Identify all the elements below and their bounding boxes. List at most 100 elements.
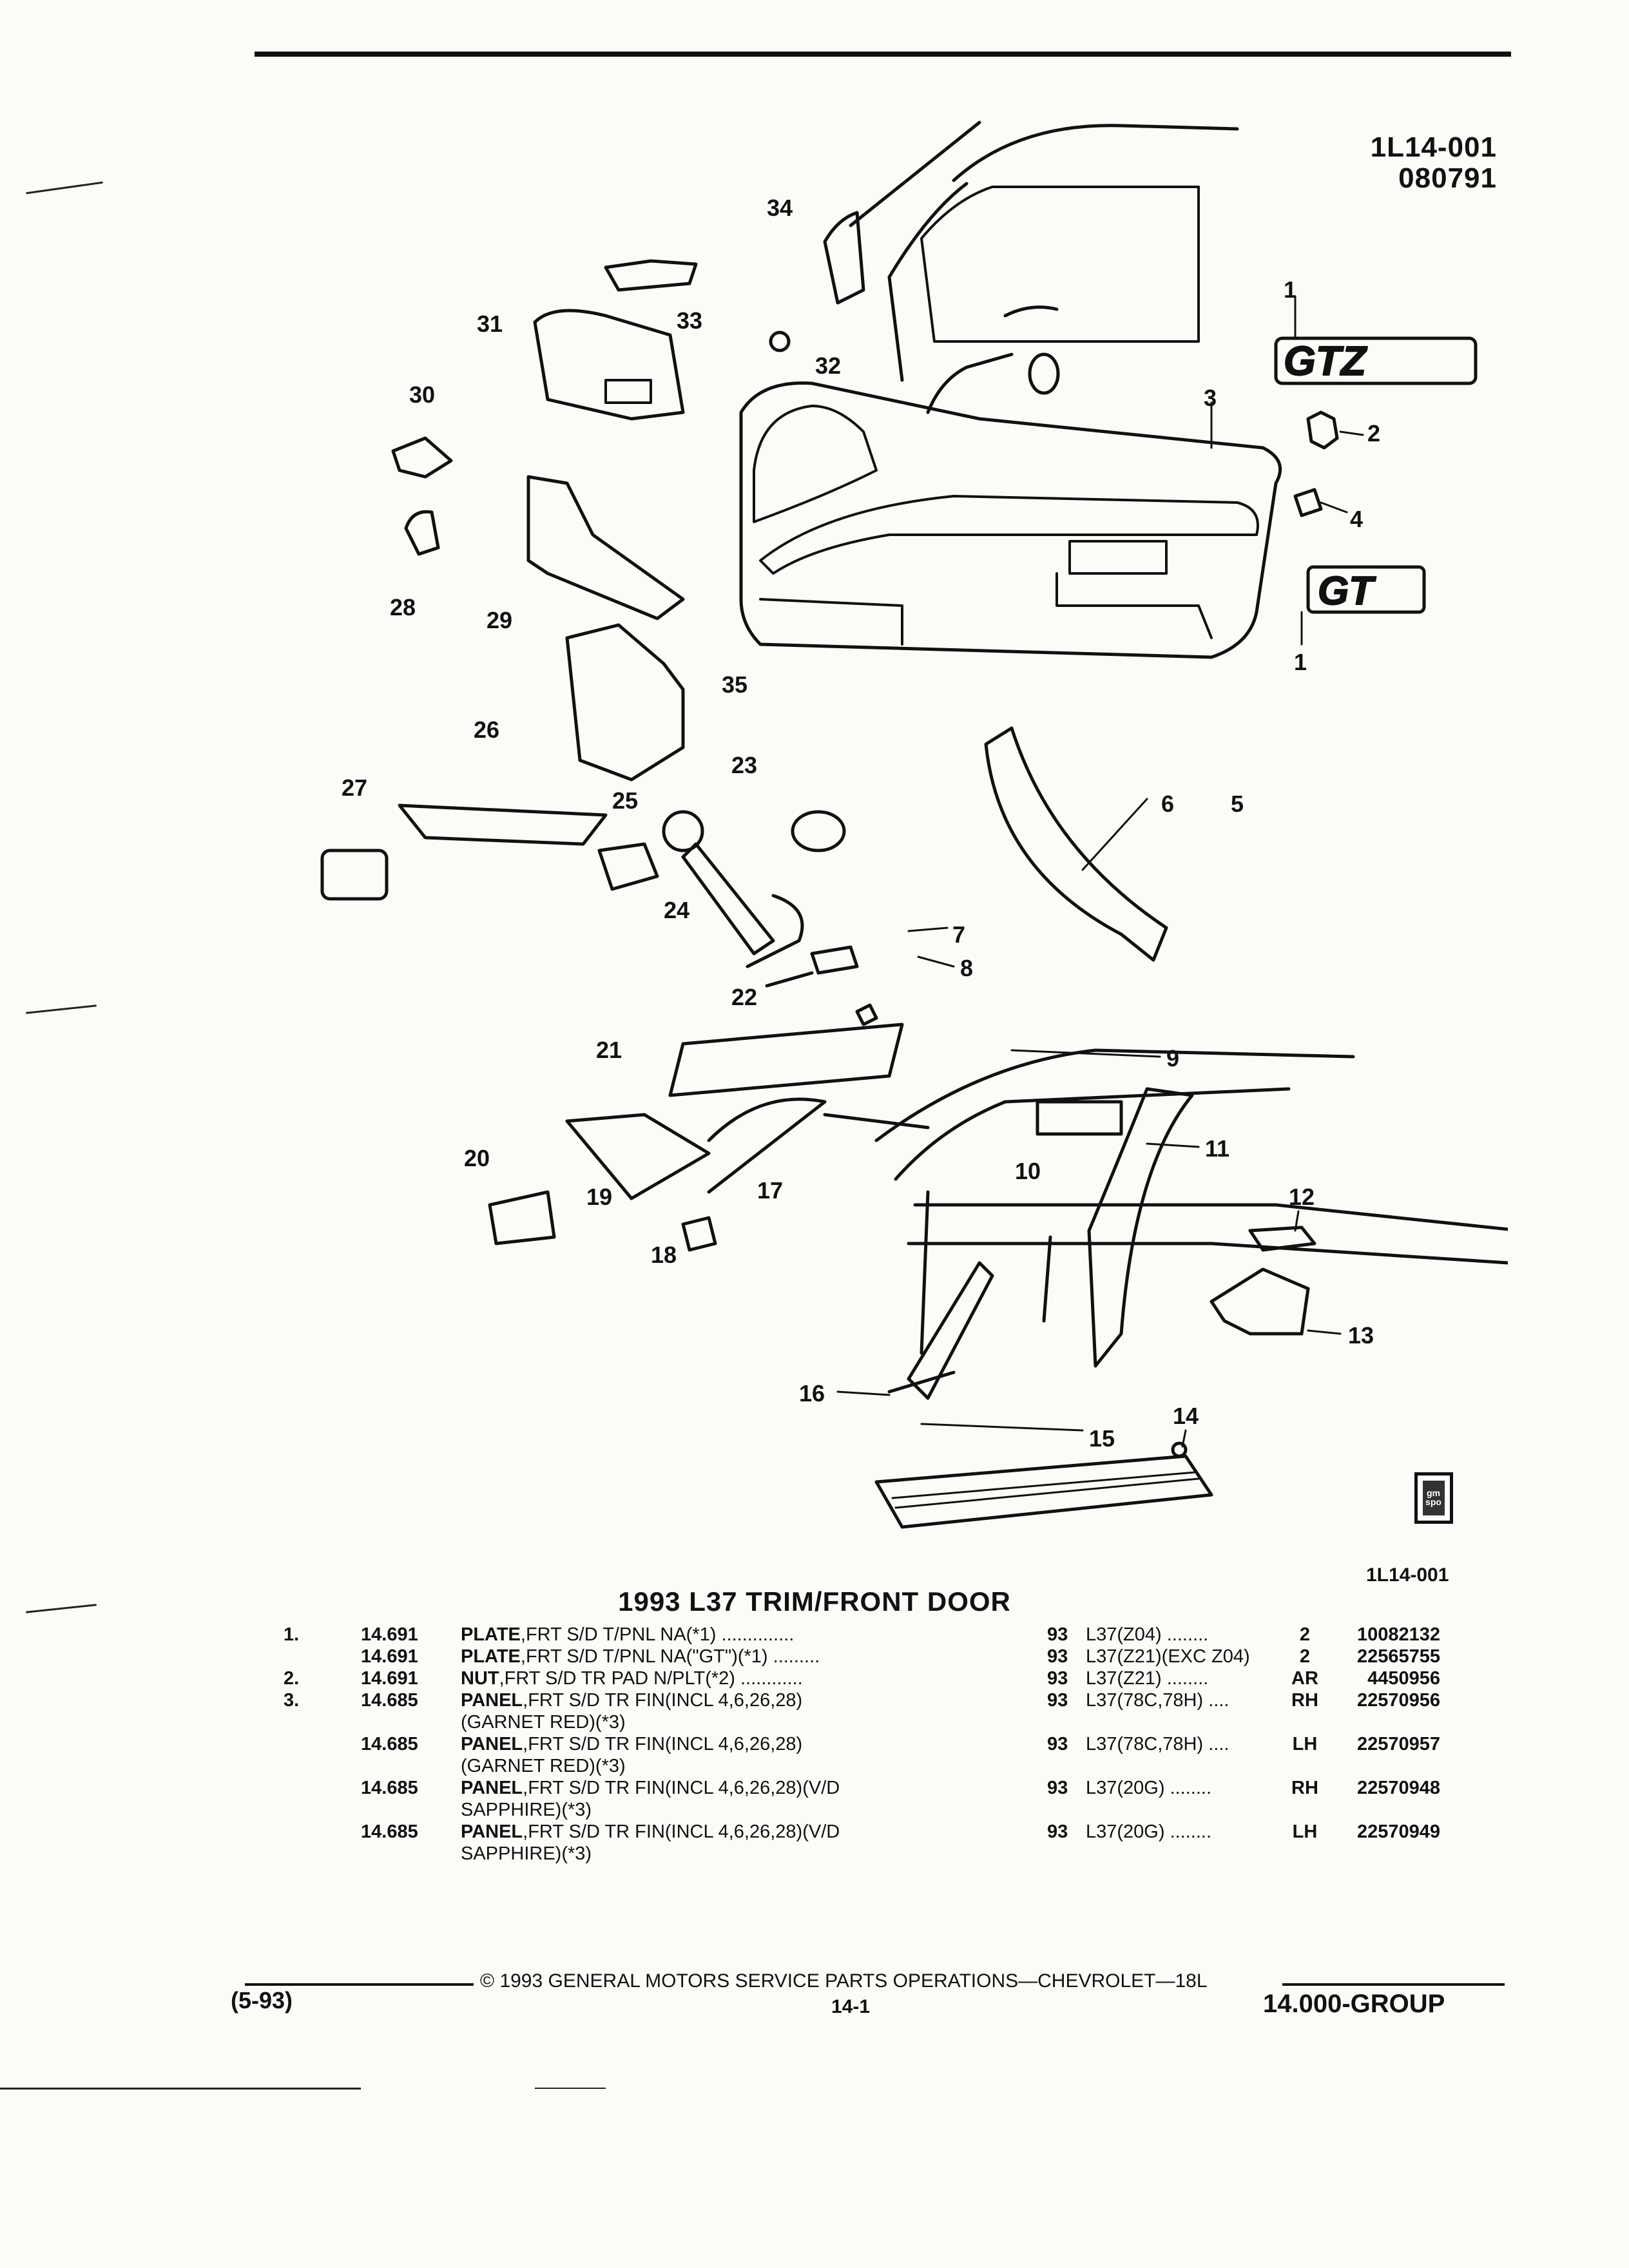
- top-rule: [255, 52, 1511, 57]
- table-row: 14.685 PANEL,FRT S/D TR FIN(INCL 4,6,26,…: [284, 1733, 1440, 1777]
- callout-5: 5: [1231, 791, 1244, 817]
- group-code: 14.685: [361, 1778, 418, 1798]
- callout-7: 7: [952, 921, 965, 948]
- callout-27: 27: [342, 774, 367, 801]
- item-number: 2.: [284, 1668, 300, 1689]
- callout-31: 31: [477, 311, 503, 337]
- door-frame-drawing: [849, 120, 1239, 414]
- item-number: 1.: [284, 1624, 300, 1645]
- usage: L37(Z21) ........: [1086, 1668, 1209, 1689]
- table-row: 14.691 PLATE,FRT S/D T/PNL NA("GT")(*1) …: [284, 1646, 1440, 1667]
- callout-34: 34: [767, 195, 793, 221]
- parts-table: 1. 14.691 PLATE,FRT S/D T/PNL NA(*1) ...…: [284, 1624, 1440, 1865]
- callout-25: 25: [612, 787, 638, 814]
- group-code: 14.691: [361, 1646, 418, 1667]
- callout-8: 8: [960, 955, 973, 981]
- part-number: 22570957: [1356, 1734, 1440, 1754]
- lower-body-drawing: [488, 1048, 1508, 1529]
- callout-1-top: 1: [1284, 276, 1296, 303]
- usage: L37(Z21)(EXC Z04): [1086, 1646, 1250, 1667]
- model-year: 93: [1047, 1668, 1068, 1689]
- description: PANEL,FRT S/D TR FIN(INCL 4,6,26,28)(GAR…: [461, 1690, 803, 1733]
- item-number: [284, 1646, 361, 1667]
- group-number: 14.000-GROUP: [1263, 1990, 1445, 2018]
- part-number: 22570956: [1356, 1690, 1440, 1711]
- callout-2: 2: [1367, 420, 1380, 447]
- revision-date: (5-93): [231, 1987, 293, 2013]
- door-trim-panel-drawing: [739, 381, 1282, 659]
- table-row: 3. 14.685 PANEL,FRT S/D TR FIN(INCL 4,6,…: [284, 1689, 1440, 1733]
- group-code: 14.685: [361, 1734, 418, 1754]
- callout-24: 24: [664, 897, 689, 923]
- figure-date-code: 080791: [1398, 162, 1497, 194]
- group-code: 14.691: [361, 1624, 418, 1645]
- copyright-notice: © 1993 GENERAL MOTORS SERVICE PARTS OPER…: [480, 1970, 1208, 1992]
- model-year: 93: [1047, 1690, 1068, 1711]
- callout-22: 22: [731, 984, 757, 1010]
- part-number: 4450956: [1367, 1668, 1440, 1689]
- table-row: 1. 14.691 PLATE,FRT S/D T/PNL NA(*1) ...…: [284, 1624, 1440, 1646]
- part-number: 22570949: [1356, 1821, 1440, 1842]
- group-code: 14.685: [361, 1821, 418, 1842]
- model-year: 93: [1047, 1821, 1068, 1842]
- gt-nameplate-drawing: GT: [1306, 565, 1426, 614]
- item-number: 3.: [284, 1690, 300, 1711]
- callout-10: 10: [1015, 1158, 1041, 1184]
- quantity: RH: [1291, 1778, 1318, 1798]
- quantity: LH: [1292, 1734, 1318, 1754]
- model-year: 93: [1047, 1624, 1068, 1645]
- callout-15: 15: [1089, 1425, 1115, 1452]
- part-number: 22565755: [1356, 1646, 1440, 1667]
- part-number: 22570948: [1356, 1778, 1440, 1798]
- callout-11: 11: [1205, 1135, 1229, 1162]
- exploded-parts-diagram: GTZ GT: [320, 120, 1508, 1529]
- gm-spo-logo: gm spo: [1414, 1472, 1453, 1524]
- table-row: 2. 14.691 NUT,FRT S/D TR PAD N/PLT(*2) .…: [284, 1667, 1440, 1689]
- description: PLATE,FRT S/D T/PNL NA(*1) .............…: [461, 1624, 795, 1645]
- figure-id-block: 1L14-001 080791: [1371, 132, 1497, 194]
- callout-6: 6: [1161, 791, 1174, 817]
- small-parts-upper-left: [391, 211, 865, 782]
- callout-35: 35: [722, 671, 747, 698]
- scan-mark: [535, 2088, 606, 2089]
- callout-23: 23: [731, 752, 757, 778]
- footer-rule-right: [1282, 1983, 1505, 1986]
- callout-4: 4: [1350, 506, 1363, 532]
- table-row: 14.685 PANEL,FRT S/D TR FIN(INCL 4,6,26,…: [284, 1777, 1440, 1821]
- gtz-nameplate-drawing: GTZ: [1274, 336, 1478, 385]
- description: NUT,FRT S/D TR PAD N/PLT(*2) ...........…: [461, 1668, 803, 1689]
- usage: L37(78C,78H) ....: [1086, 1690, 1229, 1711]
- armrest-drawing: [984, 726, 1168, 962]
- description: PANEL,FRT S/D TR FIN(INCL 4,6,26,28)(GAR…: [461, 1734, 803, 1776]
- nut-drawing: [1306, 410, 1339, 450]
- small-parts-middle: [320, 803, 904, 1097]
- footer-rule-left: [245, 1983, 474, 1986]
- callout-28: 28: [390, 594, 416, 620]
- callout-21: 21: [596, 1037, 622, 1063]
- svg-text:GTZ: GTZ: [1284, 338, 1368, 384]
- gm-spo-logo-text: gm spo: [1425, 1488, 1441, 1507]
- quantity: RH: [1291, 1690, 1318, 1711]
- figure-id: 1L14-001: [1370, 131, 1497, 163]
- usage: L37(20G) ........: [1086, 1821, 1212, 1842]
- usage: L37(Z04) ........: [1086, 1624, 1209, 1645]
- scan-mark: [0, 2088, 361, 2090]
- callout-30: 30: [409, 381, 435, 408]
- scan-mark: [26, 1004, 97, 1014]
- callout-16: 16: [799, 1380, 825, 1407]
- callout-29: 29: [487, 607, 512, 633]
- callout-33: 33: [677, 307, 702, 334]
- part-number: 10082132: [1356, 1624, 1440, 1645]
- callout-1-bottom: 1: [1294, 649, 1307, 675]
- callout-32: 32: [815, 352, 841, 379]
- quantity: AR: [1291, 1668, 1318, 1689]
- callout-13: 13: [1348, 1322, 1374, 1349]
- page-title: 1993 L37 TRIM/FRONT DOOR: [618, 1586, 1011, 1617]
- callout-labels: 1 2 3 4 1 5 6 7 8 9 10 11 12 13 14 15 16…: [342, 195, 1380, 1452]
- item-number: [284, 1777, 361, 1821]
- figure-reference: 1L14-001: [1366, 1564, 1449, 1586]
- description: PLATE,FRT S/D T/PNL NA("GT")(*1) .......…: [461, 1646, 820, 1667]
- item-number: [284, 1821, 361, 1865]
- leader-lines: [836, 295, 1364, 1448]
- description: PANEL,FRT S/D TR FIN(INCL 4,6,26,28)(V/D…: [461, 1778, 840, 1820]
